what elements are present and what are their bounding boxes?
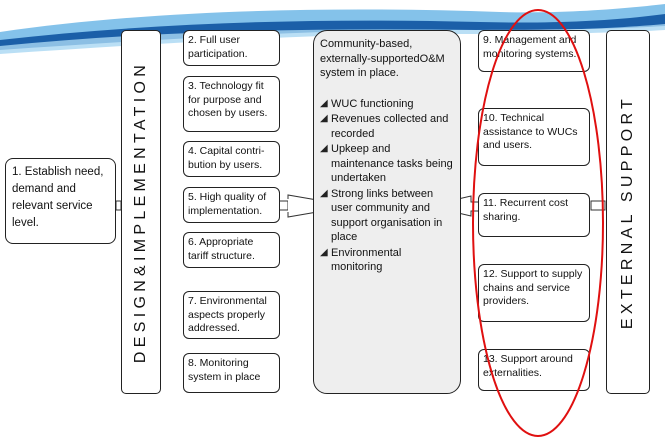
bullet-marker-icon: ◢ — [320, 97, 328, 109]
external-support-label: EXTERNAL SUPPORT — [619, 94, 636, 330]
support-item-10: 10. Technical assistance to WUCs and use… — [478, 108, 590, 166]
bullet-marker-icon: ◢ — [320, 246, 328, 258]
om-bullet-item: ◢Strong links between user community and… — [320, 187, 443, 244]
support-item-11: 11. Recurrent cost sharing. — [478, 193, 590, 237]
om-bullet-item: ◢Environmental monitoring — [320, 246, 402, 274]
support-item-12: 12. Support to supply chains and service… — [478, 264, 590, 322]
bullet-marker-icon: ◢ — [320, 187, 328, 199]
design-item-4: 4. Capital contri-bution by users. — [183, 141, 280, 177]
design-implementation-label: DESIGN&IMPLEMENTATION — [132, 60, 149, 364]
bullet-marker-icon: ◢ — [320, 113, 328, 124]
design-item-7: 7. Environmental aspects properly addres… — [183, 291, 280, 339]
om-system-box: Community-based, externally-supportedO&M… — [313, 30, 461, 394]
support-item-13: 13. Support around externalities. — [478, 349, 590, 391]
design-item-8: 8. Monitoring system in place — [183, 353, 280, 393]
om-bullet-item: ◢WUC functioning — [320, 97, 414, 110]
om-system-heading: Community-based, externally-supportedO&M… — [320, 38, 445, 79]
step-1-text: 1. Establish need, demand and relevant s… — [12, 166, 104, 229]
design-item-5: 5. High quality of implementation. — [183, 187, 280, 223]
bullet-marker-icon: ◢ — [320, 143, 328, 154]
support-item-9: 9. Management and monitoring systems. — [478, 30, 590, 72]
connector-3 — [590, 200, 606, 211]
design-implementation-label-box: DESIGN&IMPLEMENTATION — [121, 30, 161, 394]
design-item-2: 2. Full user participation. — [183, 30, 280, 66]
step-1-box: 1. Establish need, demand and relevant s… — [5, 158, 116, 244]
om-bullet-item: ◢Upkeep and maintenance tasks being unde… — [320, 143, 453, 184]
om-bullet-item: ◢Revenues collected and recorded — [320, 113, 449, 140]
external-support-label-box: EXTERNAL SUPPORT — [606, 30, 650, 394]
design-item-6: 6. Appropriate tariff structure. — [183, 232, 280, 268]
om-bullet-list: ◢WUC functioning ◢Revenues collected and… — [320, 97, 454, 275]
design-item-3: 3. Technology fit for purpose and chosen… — [183, 76, 280, 132]
